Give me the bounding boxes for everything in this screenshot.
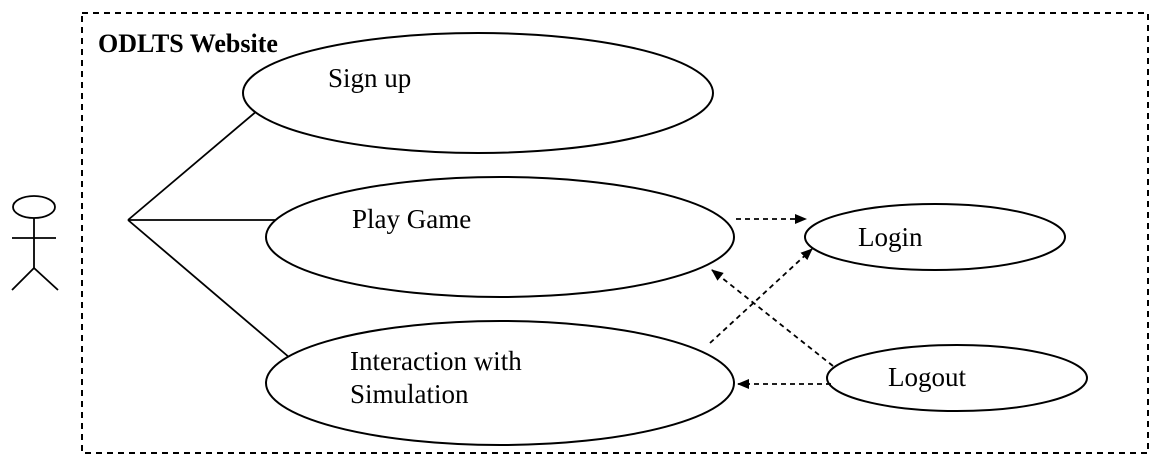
use-case-play-game-label: Play Game [352, 204, 472, 234]
associations [127, 109, 292, 359]
use-case-logout-label: Logout [888, 362, 966, 392]
dependency-interaction-to-login [709, 248, 813, 344]
use-case-interaction-ellipse [265, 320, 735, 446]
use-case-sign-up-label: Sign up [328, 63, 412, 93]
use-case-login-ellipse [804, 203, 1066, 271]
use-case-sign-up-ellipse [242, 32, 714, 154]
system-title: ODLTS Website [98, 29, 278, 58]
use-case-logout-ellipse [826, 344, 1088, 412]
dependency-logout-to-play-game [711, 269, 834, 367]
association-sign-up [127, 109, 259, 221]
association-interaction [127, 219, 291, 359]
system-boundary [81, 12, 1149, 454]
use-case-interaction-label-line2: Simulation [350, 379, 469, 409]
use-case-interaction-label-line1: Interaction with [350, 346, 522, 376]
use-case-login-label: Login [858, 222, 923, 252]
actor-icon [11, 195, 59, 291]
use-case-play-game-ellipse [265, 176, 735, 298]
